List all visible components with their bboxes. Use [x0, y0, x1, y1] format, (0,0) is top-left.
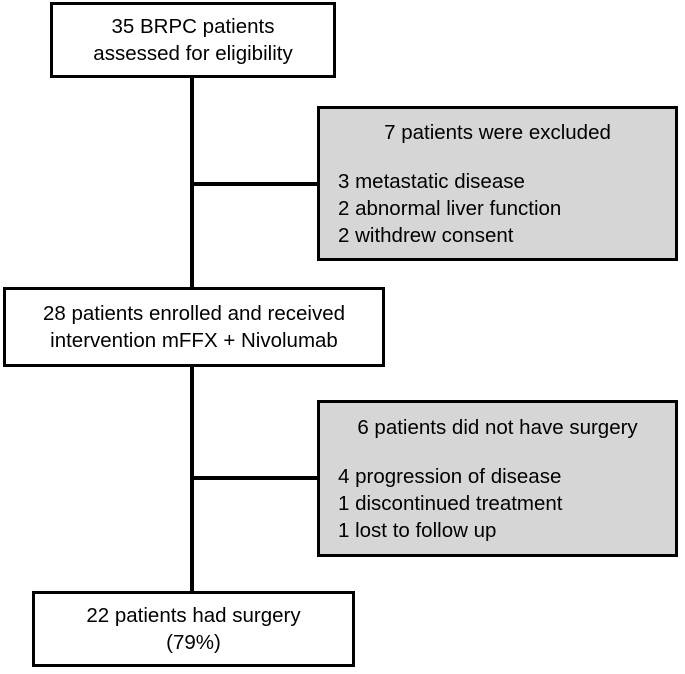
node-no-surgery-item-2: 1 discontinued treatment — [338, 491, 563, 515]
node-no-surgery-item-1: 4 progression of disease — [338, 464, 562, 488]
node-enrolled-line2: intervention mFFX + Nivolumab — [50, 329, 338, 352]
node-excluded-item-1: 3 metastatic disease — [338, 169, 525, 193]
node-enrolled-line1: 28 patients enrolled and received — [42, 302, 345, 325]
node-surgery-line1: 22 patients had surgery — [86, 604, 301, 627]
node-no-surgery-item-3: 1 lost to follow up — [338, 518, 497, 542]
node-excluded-item-2: 2 abnormal liver function — [338, 196, 562, 220]
node-enrolled-intervention: 28 patients enrolled and received interv… — [3, 287, 385, 367]
connector-trunk-lower — [190, 367, 194, 594]
node-assessed-for-eligibility: 35 BRPC patients assessed for eligibilit… — [50, 2, 336, 78]
node-assessed-line2: assessed for eligibility — [93, 42, 293, 65]
node-assessed-line1: 35 BRPC patients — [111, 15, 275, 38]
connector-branch-excluded — [190, 182, 319, 186]
node-patients-excluded: 7 patients were excluded 3 metastatic di… — [317, 106, 678, 261]
node-excluded-header: 7 patients were excluded — [384, 120, 611, 144]
node-surgery-line2: (79%) — [166, 631, 221, 654]
node-excluded-item-3: 2 withdrew consent — [338, 223, 514, 247]
connector-branch-no-surgery — [190, 476, 319, 480]
node-no-surgery: 6 patients did not have surgery 4 progre… — [317, 400, 678, 557]
node-no-surgery-header: 6 patients did not have surgery — [357, 415, 638, 439]
node-had-surgery: 22 patients had surgery (79%) — [32, 591, 355, 667]
